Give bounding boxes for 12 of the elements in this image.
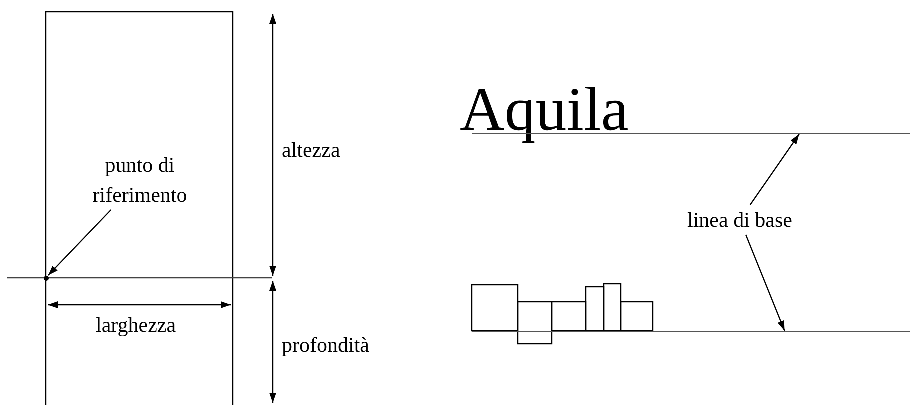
dimension-label: profondità [282, 332, 370, 359]
dimension-label: larghezza [96, 312, 176, 339]
dimension-label: altezza [282, 137, 340, 164]
reference-point [44, 276, 48, 280]
leader-line [750, 134, 800, 206]
sample-word: Aquila [460, 75, 629, 145]
callout-text: linea di base [660, 205, 820, 235]
leader-line [48, 210, 112, 276]
leader-line [746, 234, 786, 332]
baseline [472, 133, 910, 134]
baseline [472, 331, 910, 332]
callout-text: punto di riferimento [65, 150, 215, 210]
